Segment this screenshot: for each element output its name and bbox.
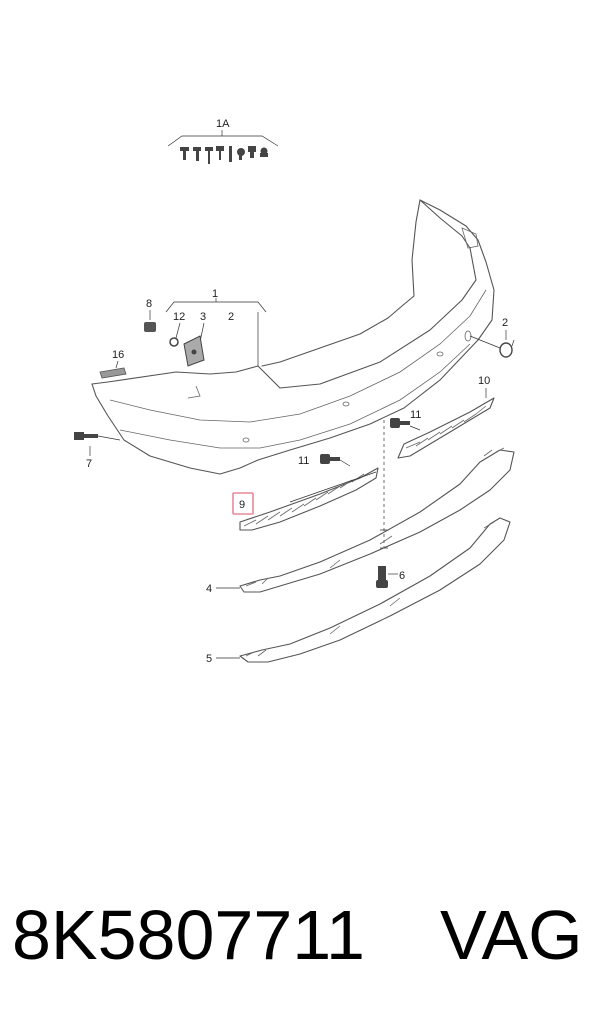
callout-4: 4 — [206, 583, 212, 595]
callout-5: 5 — [206, 653, 212, 665]
screw-icon — [320, 454, 340, 464]
cap-icon — [499, 339, 515, 358]
callout-2-cap: 2 — [502, 317, 508, 329]
nut-icon — [144, 322, 156, 332]
brand-name: VAG — [440, 896, 583, 974]
guide-bracket-left — [239, 467, 379, 531]
callout-10: 10 — [478, 375, 490, 387]
callout-11-center: 11 — [298, 455, 309, 467]
screw-icon — [376, 566, 388, 588]
callout-1: 1 — [212, 288, 218, 300]
lower-diffuser-variant — [239, 517, 511, 663]
callout-1A: 1A — [216, 118, 230, 130]
callout-7: 7 — [86, 458, 92, 470]
callout-16: 16 — [112, 349, 124, 361]
part-number: 8K5807711 — [12, 896, 365, 974]
washer-icon — [169, 337, 179, 347]
callout-9: 9 — [239, 499, 245, 511]
highlight-box — [232, 492, 254, 515]
guide-bracket-right — [397, 397, 495, 459]
part-caption: 8K5807711 VAG — [0, 885, 600, 985]
callout-2: 2 — [228, 311, 234, 323]
bracket-icon — [183, 335, 205, 367]
bumper-cover — [91, 199, 495, 475]
callout-3: 3 — [200, 311, 206, 323]
screw-icon — [390, 418, 410, 428]
lower-diffuser — [239, 447, 515, 593]
hardware-kit-1A: 1A — [167, 118, 279, 164]
callout-8: 8 — [146, 298, 152, 310]
callout-6: 6 — [399, 570, 405, 582]
callout-11-right: 11 — [410, 409, 421, 421]
callout-12: 12 — [173, 311, 185, 323]
screw-icon — [180, 146, 268, 164]
screw-icon — [74, 432, 98, 440]
label-sticker-icon — [99, 367, 127, 379]
